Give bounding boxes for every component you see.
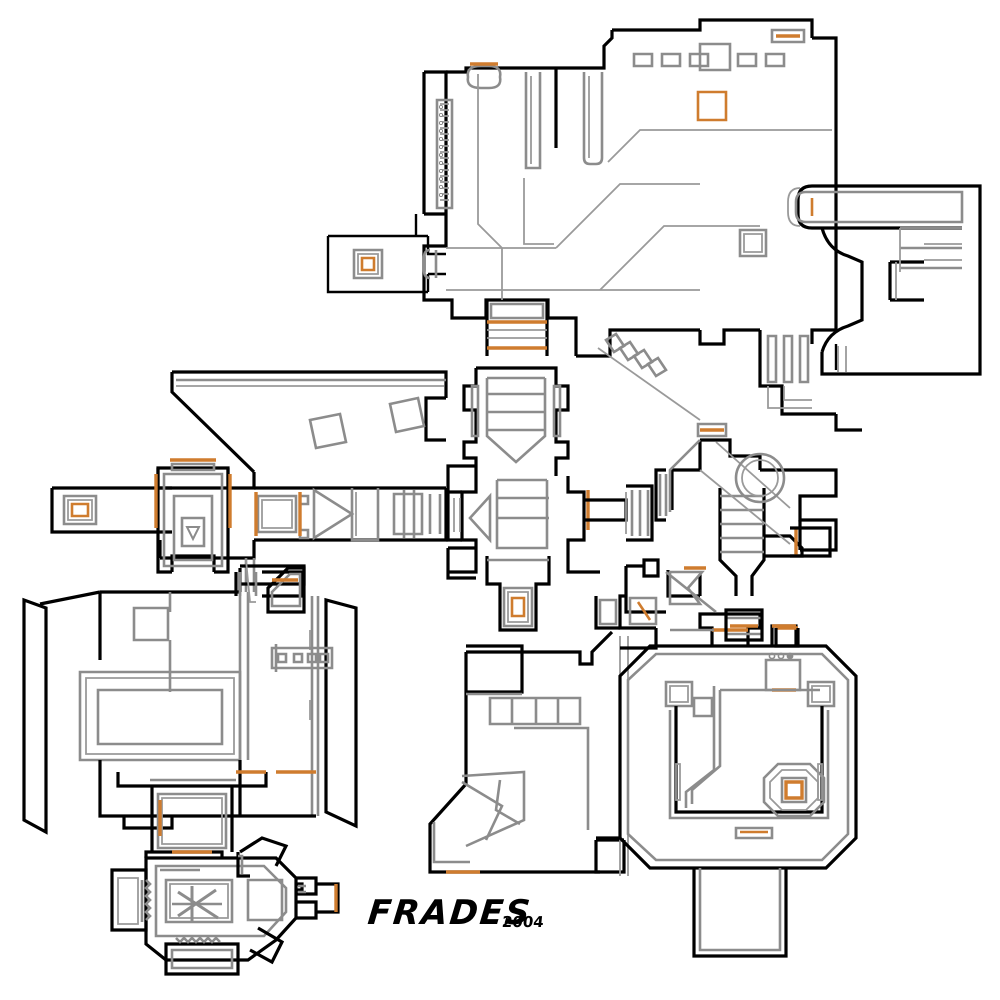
region-west-hall bbox=[22, 370, 448, 835]
region-south-west-connector bbox=[116, 770, 268, 878]
region-misc-rooms bbox=[446, 464, 620, 630]
signature-year: 2004 bbox=[501, 913, 545, 931]
region-south-east-octagon bbox=[596, 612, 858, 958]
cross-marker bbox=[172, 886, 222, 922]
region-south-west-head bbox=[110, 836, 340, 976]
dots-marker bbox=[768, 652, 794, 660]
region-north-east-wing bbox=[787, 184, 982, 376]
region-central-hub bbox=[446, 300, 654, 632]
region-north-complex-outer bbox=[326, 18, 862, 432]
region-center-right-connectors bbox=[618, 422, 838, 650]
down-triangle-marker bbox=[185, 526, 201, 542]
region-north-complex-inner bbox=[352, 28, 832, 421]
